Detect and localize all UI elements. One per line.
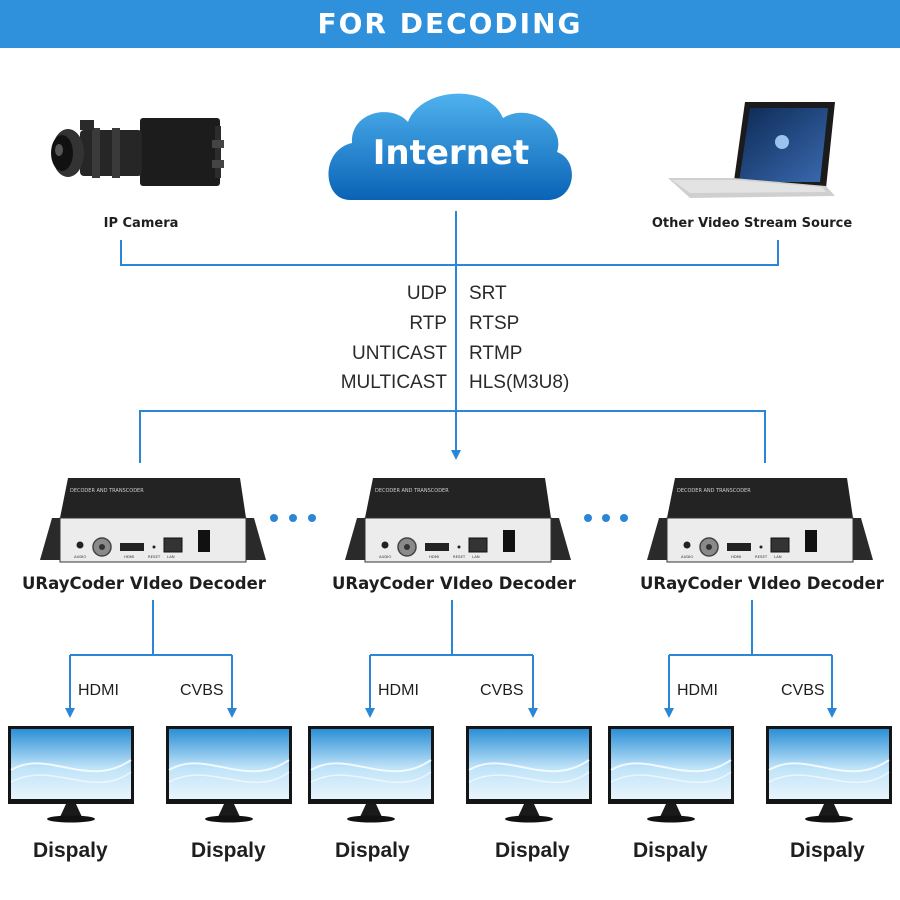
lan-port-icon (468, 537, 488, 553)
lan-port-icon (163, 537, 183, 553)
monitor-icon (466, 726, 592, 823)
decoder-panel-title: DECODER AND TRANSCODER (70, 488, 144, 494)
internet-cloud: Internet (328, 93, 572, 200)
decoder-device-1: DECODER AND TRANSCODER AUDIO HDMI RESET LAN (40, 478, 266, 563)
decoder-label-2: URayCoder VIdeo Decoder (332, 574, 576, 593)
protocol-left-2: RTP (409, 313, 447, 334)
reset-button-icon (457, 545, 461, 549)
port-label: HDMI (731, 554, 741, 559)
protocol-right-3: RTMP (469, 343, 523, 364)
display-label-1: Dispaly (33, 839, 108, 862)
display-label-3: Dispaly (335, 839, 410, 862)
port-label: LAN (774, 554, 782, 559)
port-label: AUDIO (681, 554, 693, 559)
page-title: FOR DECODING (317, 7, 583, 40)
monitor-icon (166, 726, 292, 823)
other-source-label: Other Video Stream Source (652, 216, 852, 231)
decoder-output-branch-1 (65, 600, 237, 718)
audio-port-icon (683, 541, 691, 549)
port-label: RESET (148, 554, 161, 559)
decoder-device-3: DECODER AND TRANSCODER AUDIO HDMI RESET LAN (647, 478, 873, 563)
output-cvbs-2: CVBS (480, 682, 524, 699)
ellipsis-right (584, 514, 628, 522)
output-cvbs-3: CVBS (781, 682, 825, 699)
hdmi-port-icon (120, 543, 144, 551)
lan-port-icon (770, 537, 790, 553)
protocol-left-1: UDP (406, 283, 447, 304)
protocol-right-4: HLS(M3U8) (469, 372, 570, 393)
reset-button-icon (759, 545, 763, 549)
laptop-icon (668, 102, 835, 198)
decoder-label-1: URayCoder VIdeo Decoder (22, 574, 266, 593)
display-label-6: Dispaly (790, 839, 865, 862)
monitor-icon (608, 726, 734, 823)
monitor-icon (308, 726, 434, 823)
protocol-left-3: UNTICAST (352, 343, 447, 364)
decoder-output-branch-3 (664, 600, 837, 718)
decoder-panel-title: DECODER AND TRANSCODER (375, 488, 449, 494)
displays-layer (8, 726, 892, 823)
decoder-label-3: URayCoder VIdeo Decoder (640, 574, 884, 593)
output-hdmi-1: HDMI (78, 682, 119, 699)
decoder-device-2: DECODER AND TRANSCODER AUDIO HDMI RESET LAN (345, 478, 571, 563)
display-label-5: Dispaly (633, 839, 708, 862)
protocol-right-2: RTSP (469, 313, 520, 334)
output-cvbs-1: CVBS (180, 682, 224, 699)
power-port-icon (198, 530, 210, 552)
decoder-output-branch-2 (365, 600, 538, 718)
hdmi-port-icon (425, 543, 449, 551)
display-label-2: Dispaly (191, 839, 266, 862)
power-port-icon (805, 530, 817, 552)
audio-port-icon (381, 541, 389, 549)
protocol-right-1: SRT (469, 283, 507, 304)
output-branches (65, 600, 837, 718)
port-label: HDMI (429, 554, 439, 559)
audio-port-icon (76, 541, 84, 549)
monitor-icon (8, 726, 134, 823)
ellipsis-left (270, 514, 316, 522)
power-port-icon (503, 530, 515, 552)
port-label: AUDIO (74, 554, 86, 559)
output-hdmi-3: HDMI (677, 682, 718, 699)
header-banner (0, 0, 900, 48)
port-label: HDMI (124, 554, 134, 559)
hdmi-port-icon (727, 543, 751, 551)
protocol-left-4: MULTICAST (340, 372, 447, 393)
cloud-label: Internet (373, 133, 529, 173)
source-connectors (120, 211, 779, 463)
port-label: LAN (472, 554, 480, 559)
ip-camera-icon (51, 118, 224, 186)
decoder-panel-title: DECODER AND TRANSCODER (677, 488, 751, 494)
port-label: AUDIO (379, 554, 391, 559)
display-label-4: Dispaly (495, 839, 570, 862)
reset-button-icon (152, 545, 156, 549)
port-label: RESET (453, 554, 466, 559)
port-label: RESET (755, 554, 768, 559)
output-hdmi-2: HDMI (378, 682, 419, 699)
monitor-icon (766, 726, 892, 823)
ip-camera-label: IP Camera (104, 216, 179, 231)
port-label: LAN (167, 554, 175, 559)
